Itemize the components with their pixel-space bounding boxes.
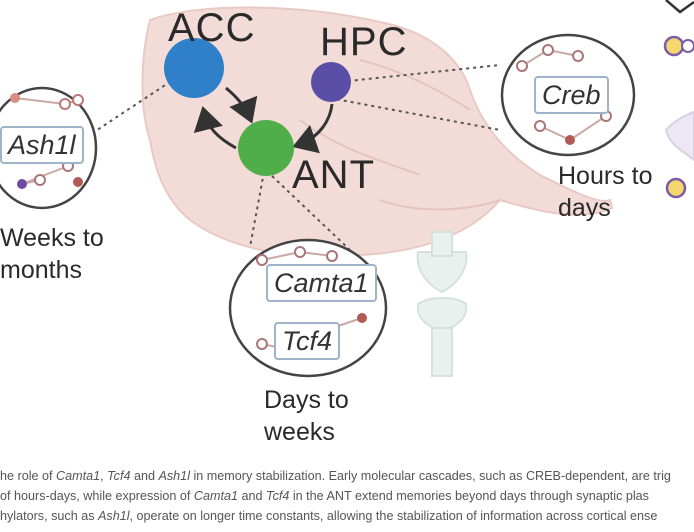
connector-ant-left <box>249 171 265 248</box>
timescale-hippocampus-line2: days <box>558 194 611 222</box>
hpc-label: HPC <box>320 20 408 64</box>
timescale-cortex-line1: Weeks to <box>0 224 104 252</box>
caption-line-1: he role of Camta1, Tcf4 and Ash1l in mem… <box>0 469 671 483</box>
ant-label: ANT <box>292 153 375 197</box>
connector-hpc-bottom <box>329 97 501 131</box>
arrow-ant-to-acc <box>193 106 237 150</box>
timescale-thalamus-line1: Days to <box>264 386 349 414</box>
timescale-hippocampus-line1: Hours to <box>558 162 653 190</box>
timescale-thalamus: Days to weeks <box>264 384 349 448</box>
figure-caption: he role of Camta1, Tcf4 and Ash1l in mem… <box>0 466 694 526</box>
timescale-thalamus-line2: weeks <box>264 418 335 446</box>
timescale-cortex-line2: months <box>0 256 82 284</box>
ant-node <box>238 120 294 176</box>
arrow-acc-to-ant <box>225 86 258 124</box>
acc-node <box>164 38 224 98</box>
hpc-node <box>311 62 351 102</box>
gene-box-ash1l: Ash1l <box>0 126 84 164</box>
gene-box-tcf4: Tcf4 <box>274 322 341 360</box>
arrow-hpc-to-ant <box>292 103 334 154</box>
synapse-illustration <box>416 231 468 377</box>
gene-box-camta1: Camta1 <box>266 264 377 302</box>
timescale-cortex: Weeks to months <box>0 222 104 286</box>
acc-label: ACC <box>168 6 256 50</box>
caption-line-2: of hours-days, while expression of Camta… <box>0 489 649 503</box>
region-arrows <box>193 86 334 154</box>
cropped-right-edge-illustration <box>663 0 694 199</box>
timescale-hippocampus: Hours to days <box>558 160 652 224</box>
caption-line-3: hylators, such as Ash1l, operate on long… <box>0 509 658 523</box>
gene-box-creb: Creb <box>534 76 609 114</box>
